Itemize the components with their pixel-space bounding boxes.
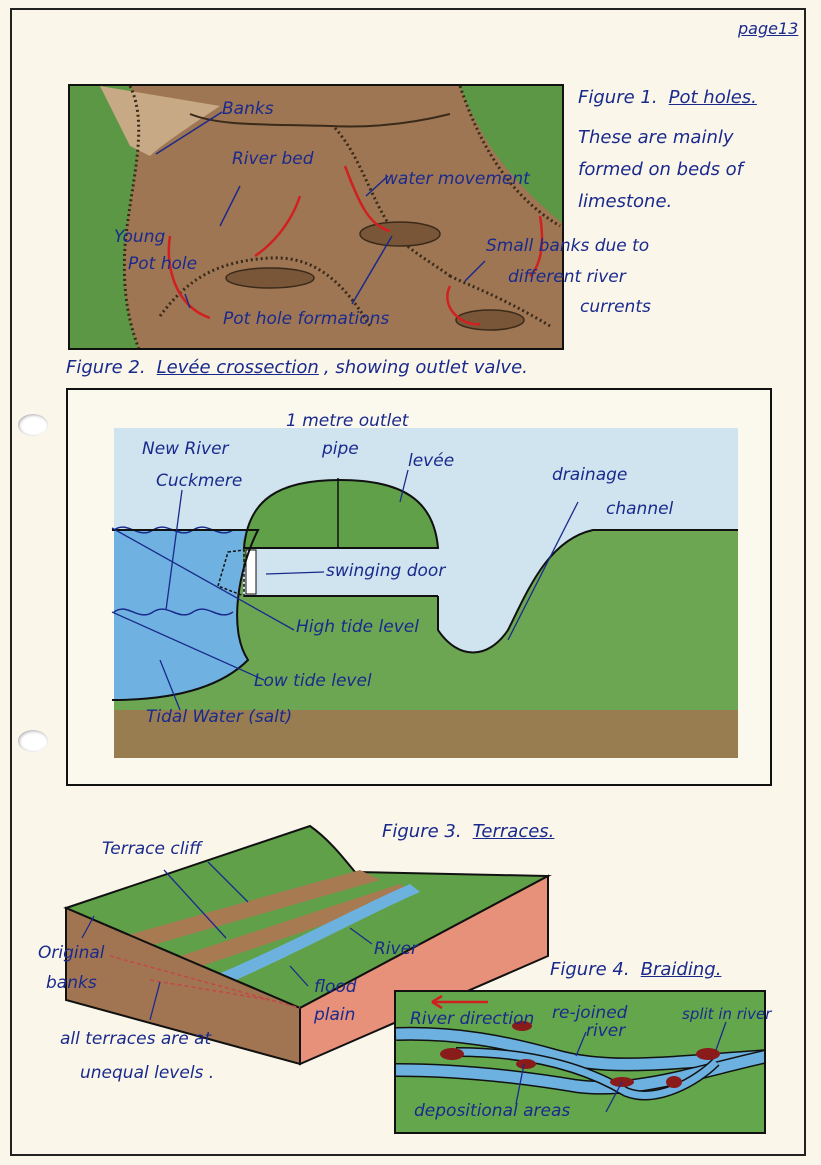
fig1-description-line1: These are mainly: [578, 127, 734, 148]
fig1-label-water-movement: water movement: [384, 169, 530, 189]
fig3-label-terrace-cliff: Terrace cliff: [102, 839, 202, 859]
fig3-caption-prefix: Figure 3.: [382, 821, 462, 842]
fig2-label-outlet-pipe-line1: 1 metre outlet: [286, 411, 409, 431]
fig1-label-small-banks-line2: different river: [508, 267, 626, 287]
fig2-label-outlet-pipe-line2: pipe: [322, 439, 359, 459]
fig2-label-levee: levée: [408, 451, 455, 471]
punch-hole: [18, 414, 48, 436]
fig3-caption: Figure 3. Terraces.: [382, 822, 554, 842]
fig2-label-swinging-door: swinging door: [326, 561, 446, 581]
fig1-caption-title: Pot holes.: [668, 87, 757, 108]
page-number: page13: [738, 19, 799, 38]
fig4-caption-prefix: Figure 4.: [550, 959, 630, 980]
figure1-drawing: [68, 84, 564, 350]
fig2-caption-prefix: Figure 2.: [66, 357, 146, 378]
fig3-label-flood-plain-line2: plain: [314, 1005, 356, 1025]
fig3-label-unequal-line2: unequal levels .: [80, 1063, 215, 1083]
fig1-caption-prefix: Figure 1.: [578, 87, 658, 108]
fig4-caption-title: Braiding.: [640, 959, 722, 980]
fig1-description-line2: formed on beds of: [578, 159, 744, 180]
fig1-label-small-banks-line3: currents: [580, 297, 651, 317]
fig1-description-line3: limestone.: [578, 191, 673, 212]
fig3-label-unequal-line1: all terraces are at: [60, 1029, 212, 1049]
fig4-caption: Figure 4. Braiding.: [550, 960, 721, 980]
fig2-caption: Figure 2. Levée crossection , showing ou…: [66, 358, 528, 378]
fig1-label-small-banks-line1: Small banks due to: [486, 236, 650, 256]
fig2-label-drainage-line1: drainage: [552, 465, 628, 485]
fig2-caption-title: Levée crossection: [156, 357, 319, 378]
figure4-drawing: [394, 990, 766, 1134]
page-border: [10, 8, 806, 1156]
fig4-label-rejoined-line1: re-joined: [552, 1003, 628, 1023]
fig3-label-flood-plain-line1: flood: [314, 977, 357, 997]
fig2-caption-suffix: , showing outlet valve.: [323, 357, 528, 378]
fig2-label-tidal-water: Tidal Water (salt): [146, 707, 293, 727]
figure2-drawing: [66, 388, 772, 786]
fig1-caption: Figure 1. Pot holes.: [578, 88, 757, 108]
fig3-caption-title: Terraces.: [472, 821, 555, 842]
fig1-label-banks: Banks: [222, 99, 274, 119]
fig1-label-river-bed: River bed: [232, 149, 314, 169]
fig3-label-original-banks-line1: Original: [38, 943, 105, 963]
punch-hole: [18, 730, 48, 752]
fig3-label-river: River: [374, 939, 419, 959]
fig1-label-pot-hole-formations: Pot hole formations: [223, 309, 390, 329]
fig4-label-river-direction: River direction: [410, 1009, 535, 1029]
fig3-label-original-banks-line2: banks: [46, 973, 97, 993]
fig2-label-drainage-line2: channel: [606, 499, 674, 519]
fig2-label-new-river-line2: Cuckmere: [156, 471, 243, 491]
fig2-label-high-tide: High tide level: [296, 617, 419, 637]
fig2-label-new-river-line1: New River: [142, 439, 229, 459]
fig1-label-young-pot-hole-line1: Young: [114, 227, 166, 247]
fig4-label-split-in-river: split in river: [682, 1005, 772, 1023]
fig2-label-low-tide: Low tide level: [254, 671, 372, 691]
fig1-label-young-pot-hole-line2: Pot hole: [128, 254, 198, 274]
fig4-label-rejoined-line2: river: [586, 1021, 626, 1041]
fig4-label-depositional-areas: depositional areas: [414, 1101, 571, 1121]
